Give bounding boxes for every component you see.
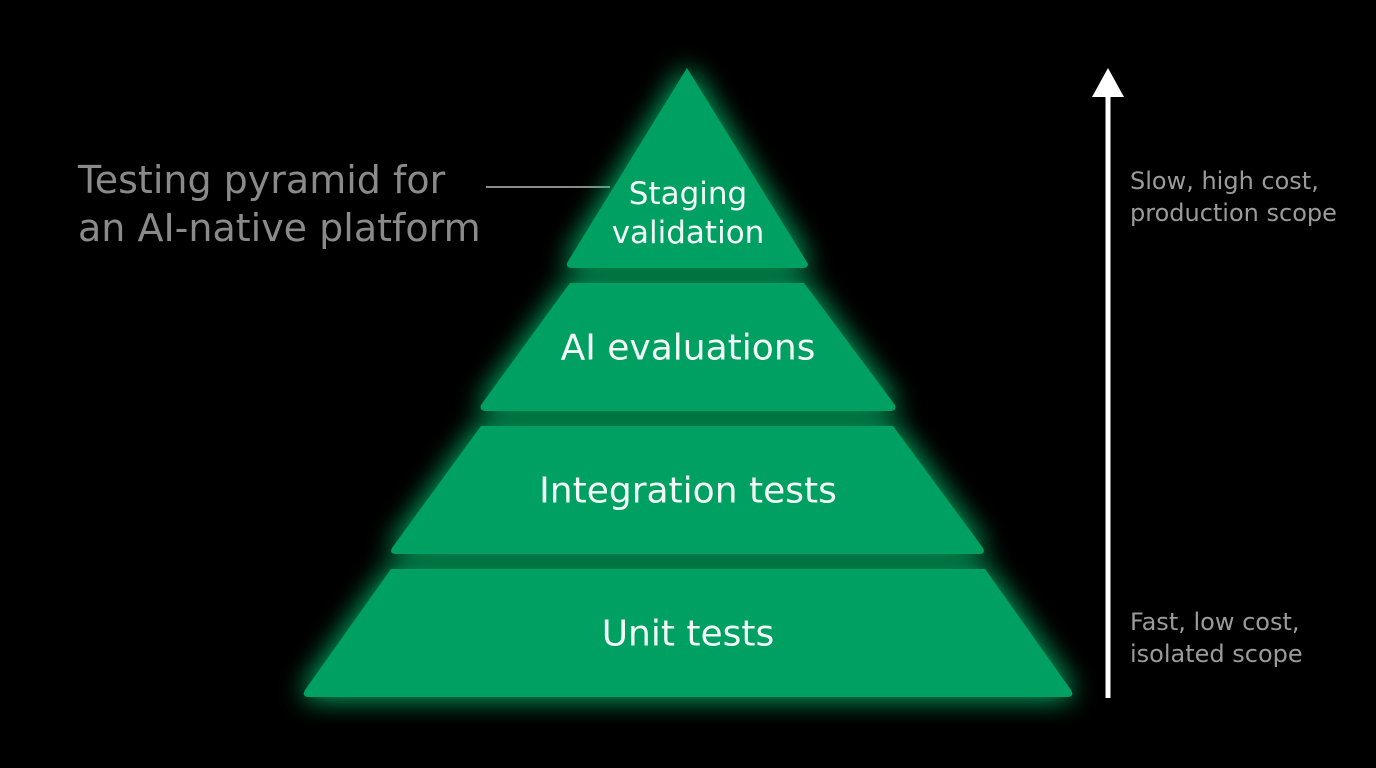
scale-bottom-line2: isolated scope (1130, 640, 1303, 668)
pyramid (303, 68, 1073, 697)
scale-top-line1: Slow, high cost, (1130, 167, 1319, 195)
scale-bottom-line1: Fast, low cost, (1130, 608, 1300, 636)
tier-label-ai-evaluations: AI evaluations (561, 328, 816, 369)
scale-top-line2: production scope (1130, 199, 1337, 227)
tier-staging-validation (566, 68, 808, 268)
tier-label-staging-line1: Staging (629, 176, 747, 212)
tier-integration-tests (391, 426, 984, 554)
tier-unit-tests (303, 569, 1073, 697)
tier-label-staging-line2: validation (612, 215, 765, 251)
diagram-title-line2: an AI-native platform (78, 206, 481, 250)
tier-ai-evaluations (480, 283, 896, 411)
tier-label-unit-tests: Unit tests (602, 614, 775, 655)
up-arrow-icon (1092, 68, 1124, 698)
diagram-title-line1: Testing pyramid for (78, 158, 446, 202)
tier-label-integration-tests: Integration tests (539, 471, 837, 512)
